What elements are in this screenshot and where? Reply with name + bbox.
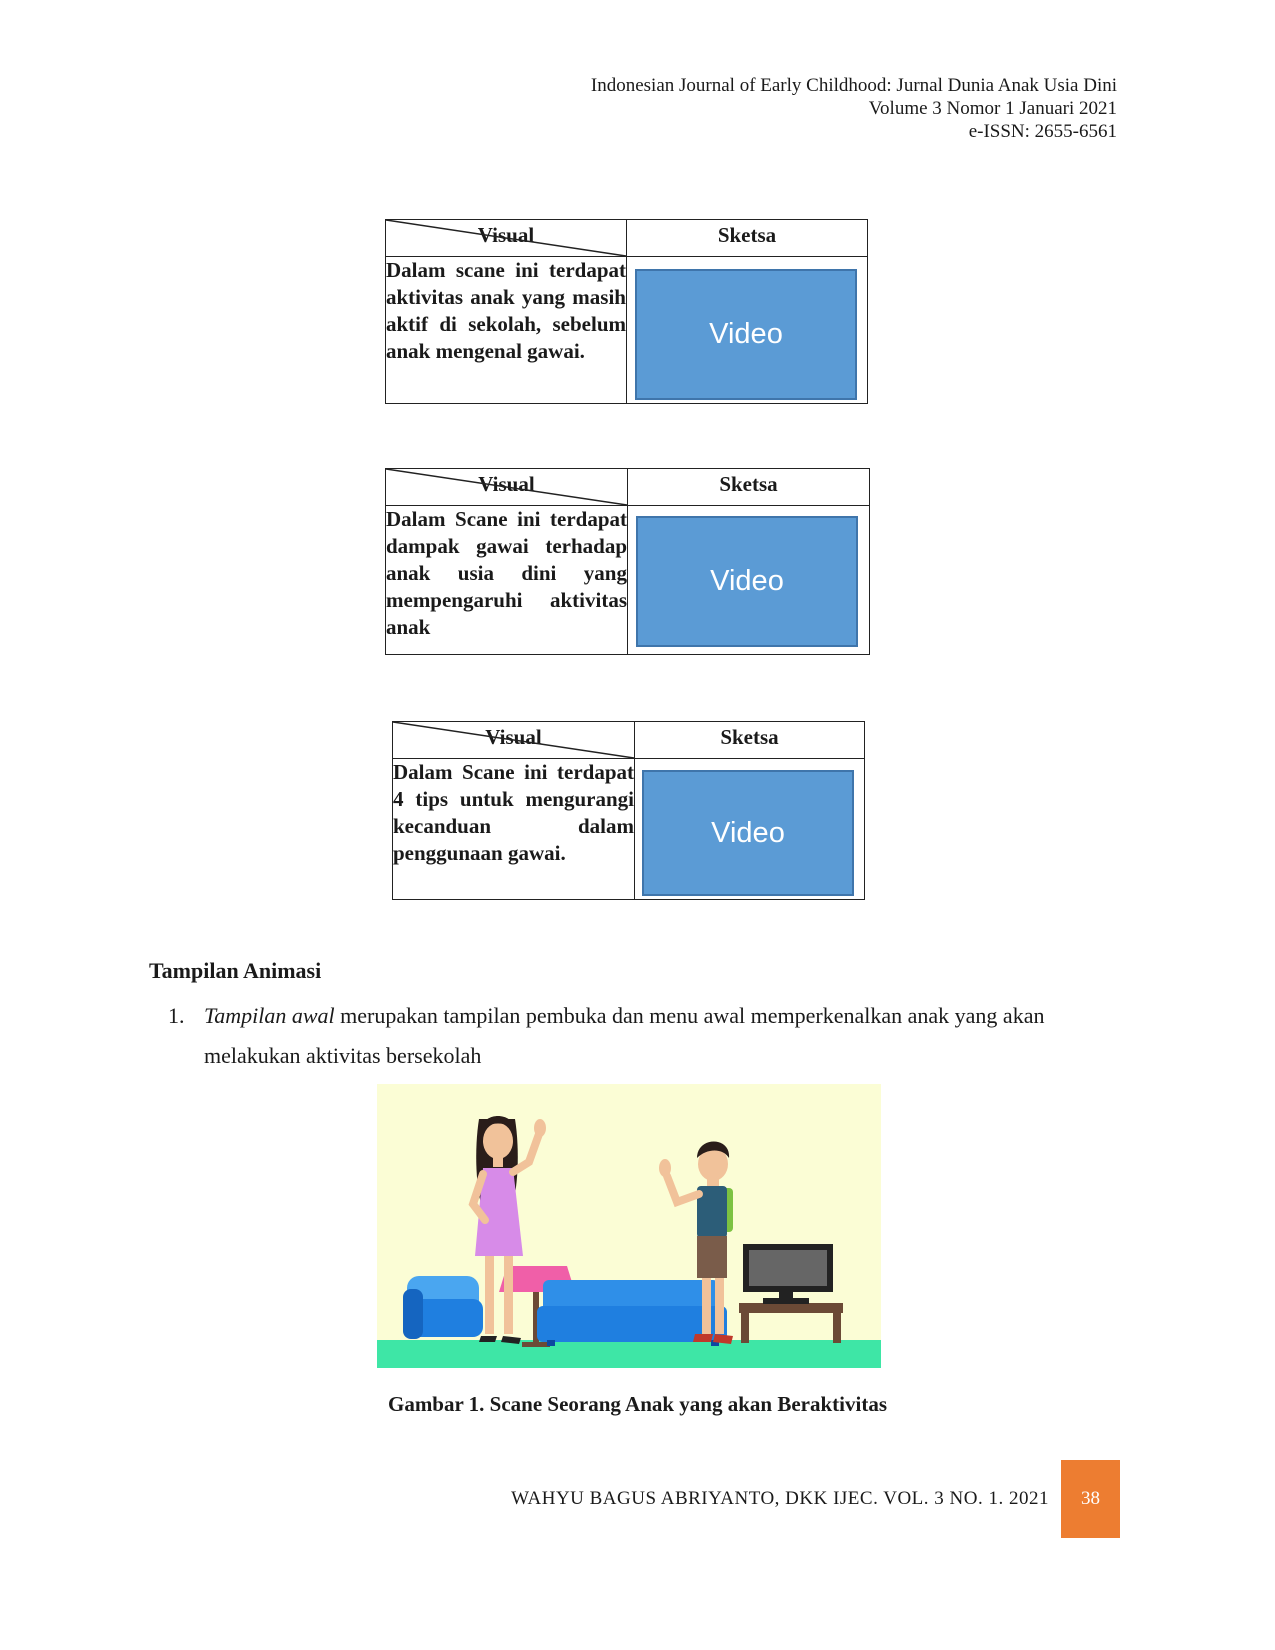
diagonal-divider [386,469,627,505]
list-text: Tampilan awal merupakan tampilan pembuka… [168,996,1128,1076]
scene-description: Dalam Scane ini terdapat dampak gawai te… [385,505,628,655]
scene-floor [377,1340,881,1368]
scene-description: Dalam Scane ini terdapat 4 tips untuk me… [392,758,635,900]
diagonal-divider [393,722,634,758]
diagonal-divider [386,220,626,256]
video-placeholder: Video [635,269,857,400]
journal-header: Indonesian Journal of Early Childhood: J… [591,74,1117,143]
tv-set [739,1244,843,1343]
boy-character [659,1141,733,1344]
woman-character [468,1116,546,1344]
scene-description: Dalam scane ini terdapat aktivitas anak … [385,256,627,404]
sofa [537,1280,727,1346]
list-body: merupakan tampilan pembuka dan menu awal… [204,1003,1045,1068]
list-item: 1. Tampilan awal merupakan tampilan pemb… [168,996,1128,1076]
scene-table-3: Visual Sketsa Dalam Scane ini terdapat 4… [392,721,865,900]
header-cell-visual: Visual [385,219,627,257]
armchair [403,1276,483,1339]
header-sketsa-label: Sketsa [634,721,865,759]
header-cell-visual: Visual [392,721,635,759]
list-term: Tampilan awal [204,1003,335,1028]
header-sketsa-label: Sketsa [626,219,868,257]
video-placeholder: Video [642,770,854,896]
journal-volume: Volume 3 Nomor 1 Januari 2021 [868,98,1117,119]
page-number: 38 [1061,1460,1120,1538]
scene-table-2: Visual Sketsa Dalam Scane ini terdapat d… [385,468,870,655]
header-sketsa-label: Sketsa [627,468,870,506]
figure-caption: Gambar 1. Scane Seorang Anak yang akan B… [387,1392,887,1416]
section-title: Tampilan Animasi [149,958,322,983]
sketch-cell: Video [627,505,870,655]
list-number: 1. [168,1003,185,1028]
footer-citation: WAHYU BAGUS ABRIYANTO, DKK IJEC. VOL. 3 … [511,1488,1049,1509]
journal-issn: e-ISSN: 2655-6561 [968,121,1117,142]
video-placeholder: Video [636,516,858,647]
sketch-cell: Video [634,758,865,900]
header-cell-visual: Visual [385,468,628,506]
sketch-cell: Video [626,256,868,404]
journal-title: Indonesian Journal of Early Childhood: J… [590,75,1117,96]
scene-table-1: Visual Sketsa Dalam scane ini terdapat a… [385,219,868,404]
animation-scene-illustration [377,1084,881,1368]
